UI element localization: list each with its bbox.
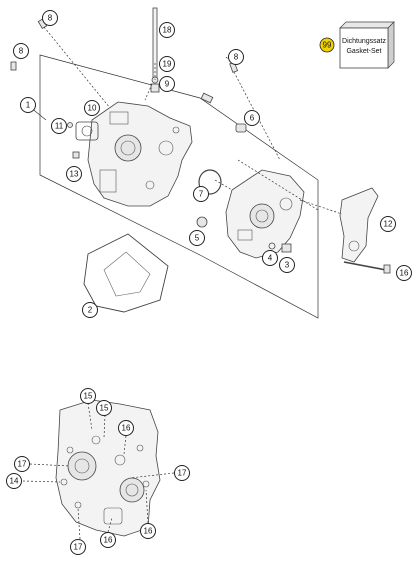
- callout-11: 11: [51, 118, 67, 134]
- svg-text:5: 5: [195, 234, 200, 243]
- gasket-10: [75, 121, 99, 141]
- callout-9: 9: [159, 76, 175, 92]
- callout-18: 18: [159, 22, 175, 38]
- callout-1: 1: [20, 97, 36, 113]
- callout-17: 17: [14, 456, 30, 472]
- callout-6: 6: [244, 110, 260, 126]
- callout-10: 10: [84, 100, 100, 116]
- assembly-frame: [39, 54, 319, 319]
- callout-17: 17: [174, 465, 190, 481]
- callout-12: 12: [380, 216, 396, 232]
- dowel-part: [200, 92, 214, 104]
- gasket-badge-number: 99: [323, 41, 332, 50]
- small-part: [67, 122, 73, 128]
- gasket-set-box: 99 Dichtungssatz Gasket-Set: [319, 21, 395, 69]
- callout-7: 7: [193, 186, 209, 202]
- svg-text:10: 10: [88, 104, 97, 113]
- right-crankcase: [225, 169, 305, 259]
- svg-text:8: 8: [48, 14, 53, 23]
- seal-ring: [198, 169, 222, 195]
- callout-16: 16: [140, 523, 156, 539]
- crankcase-bottom-view: [55, 399, 161, 537]
- bolt-part: [343, 261, 391, 274]
- callout-8: 8: [228, 49, 244, 65]
- svg-text:2: 2: [88, 306, 93, 315]
- svg-text:7: 7: [199, 190, 204, 199]
- bushing-part: [235, 123, 247, 133]
- bearing-part: [196, 216, 208, 228]
- svg-text:3: 3: [285, 261, 290, 270]
- svg-text:9: 9: [165, 80, 170, 89]
- svg-text:16: 16: [144, 527, 153, 536]
- svg-text:12: 12: [384, 220, 393, 229]
- callout-14: 14: [6, 473, 22, 489]
- gasket-badge: [319, 37, 335, 53]
- svg-text:16: 16: [400, 269, 409, 278]
- small-part: [72, 151, 80, 159]
- callout-8: 8: [42, 10, 58, 26]
- callout-17: 17: [70, 539, 86, 555]
- o-ring: [268, 242, 276, 250]
- left-crankcase: [87, 101, 193, 207]
- svg-text:14: 14: [10, 477, 19, 486]
- callout-16: 16: [396, 265, 412, 281]
- callout-15: 15: [96, 400, 112, 416]
- gasket-label-en: Gasket-Set: [346, 48, 381, 55]
- svg-text:16: 16: [104, 536, 113, 545]
- svg-text:17: 17: [178, 469, 187, 478]
- callout-5: 5: [189, 230, 205, 246]
- callout-2: 2: [82, 302, 98, 318]
- svg-text:16: 16: [122, 424, 131, 433]
- svg-text:15: 15: [84, 392, 93, 401]
- screw-part: [10, 61, 17, 71]
- plug-part: [281, 243, 292, 253]
- callout-16: 16: [118, 420, 134, 436]
- callout-15: 15: [80, 388, 96, 404]
- svg-text:1: 1: [26, 101, 31, 110]
- svg-text:18: 18: [163, 26, 172, 35]
- svg-text:19: 19: [163, 60, 172, 69]
- svg-text:13: 13: [70, 170, 79, 179]
- screw-part: [37, 18, 111, 109]
- callout-8: 8: [13, 43, 29, 59]
- bracket-12: [339, 187, 379, 263]
- svg-text:4: 4: [268, 254, 273, 263]
- svg-text:6: 6: [250, 114, 255, 123]
- svg-text:8: 8: [19, 47, 24, 56]
- gasket-label-de: Dichtungssatz: [342, 38, 386, 45]
- svg-text:11: 11: [55, 122, 64, 131]
- svg-text:8: 8: [234, 53, 239, 62]
- svg-text:17: 17: [74, 543, 83, 552]
- svg-text:15: 15: [100, 404, 109, 413]
- callout-4: 4: [262, 250, 278, 266]
- callout-13: 13: [66, 166, 82, 182]
- callout-3: 3: [279, 257, 295, 273]
- callout-16: 16: [100, 532, 116, 548]
- svg-text:17: 17: [18, 460, 27, 469]
- gasket-2: [83, 233, 169, 313]
- callout-19: 19: [159, 56, 175, 72]
